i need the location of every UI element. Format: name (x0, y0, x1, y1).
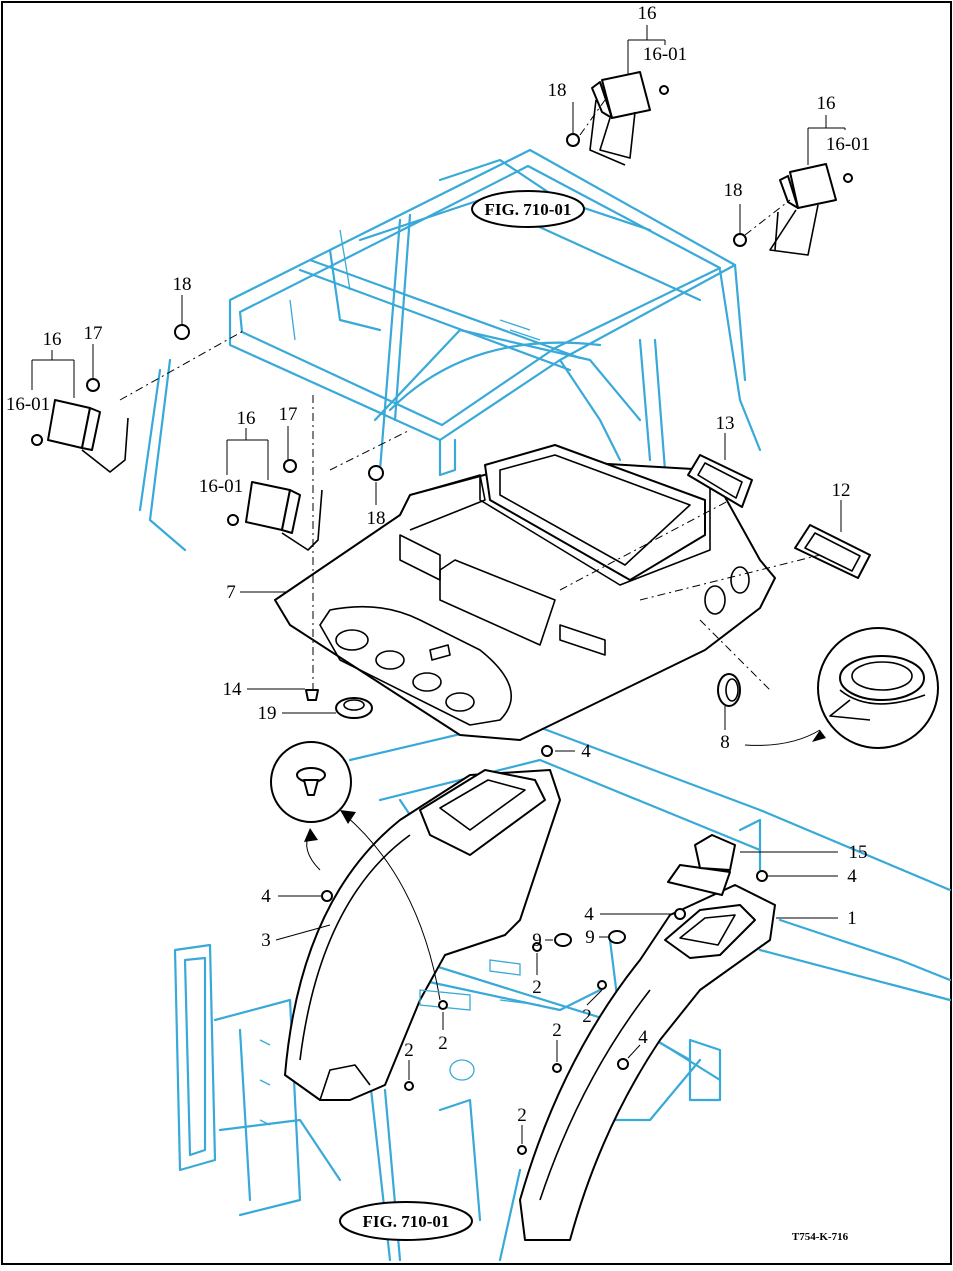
mount-line-8 (699, 619, 771, 691)
callout-16-01: 16-01 (643, 44, 687, 65)
callout-18: 18 (548, 80, 567, 101)
callout-19: 19 (258, 703, 277, 724)
arrow-to-fastener-detail-b (340, 810, 356, 824)
callout-14: 14 (223, 679, 243, 700)
arrow-to-fastener-detail-a (304, 828, 318, 842)
work-light-mid (227, 459, 384, 551)
work-light-left (31, 324, 190, 473)
callout-18: 18 (724, 180, 743, 201)
roof-liner-7 (274, 444, 776, 741)
fastener-detail-circle (270, 741, 352, 823)
callout-7: 7 (226, 582, 236, 603)
part-19-grommet (335, 697, 373, 719)
fasteners (321, 745, 768, 1155)
callout-16: 16 (817, 93, 836, 114)
leader-lines (31, 25, 846, 1144)
callout-18: 18 (173, 274, 192, 295)
left-fender-cover-3 (284, 769, 561, 1101)
callout-2: 2 (582, 1006, 592, 1027)
callout-17: 17 (279, 404, 298, 425)
part-12-grille (794, 524, 871, 579)
mount-line-mid (329, 429, 411, 471)
callout-12: 12 (832, 480, 851, 501)
work-light-right (733, 163, 853, 256)
callout-15: 15 (849, 842, 868, 863)
callout-8: 8 (720, 732, 730, 753)
part-13-bezel (687, 454, 753, 508)
mount-line-left (119, 329, 246, 401)
callout-4: 4 (581, 741, 591, 762)
callout-16-01: 16-01 (826, 134, 870, 155)
work-light-top (566, 71, 669, 166)
callout-9: 9 (585, 927, 595, 948)
callout-2: 2 (404, 1040, 414, 1061)
callout-9: 9 (532, 930, 542, 951)
part-8-vent (717, 673, 741, 707)
callout-16: 16 (237, 408, 256, 429)
fig-reference-bottom-label: FIG. 710-01 (363, 1212, 450, 1231)
callout-16: 16 (43, 329, 62, 350)
callout-2: 2 (552, 1020, 562, 1041)
vent-detail-circle (817, 627, 939, 749)
callout-3: 3 (261, 930, 271, 951)
callout-1: 1 (847, 908, 857, 929)
callout-4: 4 (847, 866, 857, 887)
callout-4: 4 (584, 904, 594, 925)
fig-reference-bottom[interactable]: FIG. 710-01 (339, 1201, 473, 1241)
callout-16-01: 16-01 (199, 476, 243, 497)
floor-plate (419, 959, 541, 1011)
mount-line-12 (639, 554, 821, 601)
callout-16: 16 (638, 3, 657, 24)
callout-2: 2 (438, 1033, 448, 1054)
callout-4: 4 (261, 886, 271, 907)
right-console-1 (519, 884, 776, 1241)
callout-4: 4 (638, 1027, 648, 1048)
callout-18: 18 (367, 508, 386, 529)
fig-reference-top[interactable]: FIG. 710-01 (471, 190, 585, 228)
callout-2: 2 (517, 1105, 527, 1126)
callout-labels: 16 16-01 18 16 16-01 18 18 16 17 16-01 1… (6, 3, 870, 1126)
mount-line-13 (559, 499, 731, 591)
part-14-clip (305, 689, 319, 701)
callout-2: 2 (532, 977, 542, 998)
arrow-to-vent-detail (812, 730, 826, 742)
part-15-cupholder (667, 834, 736, 896)
drawing-code: T754-K-716 (792, 1231, 849, 1243)
fig-reference-top-label: FIG. 710-01 (485, 200, 572, 219)
callout-17: 17 (84, 323, 103, 344)
callout-16-01: 16-01 (6, 394, 50, 415)
cab-frame (138, 148, 762, 552)
mount-line-top (579, 99, 606, 136)
callout-13: 13 (716, 413, 735, 434)
